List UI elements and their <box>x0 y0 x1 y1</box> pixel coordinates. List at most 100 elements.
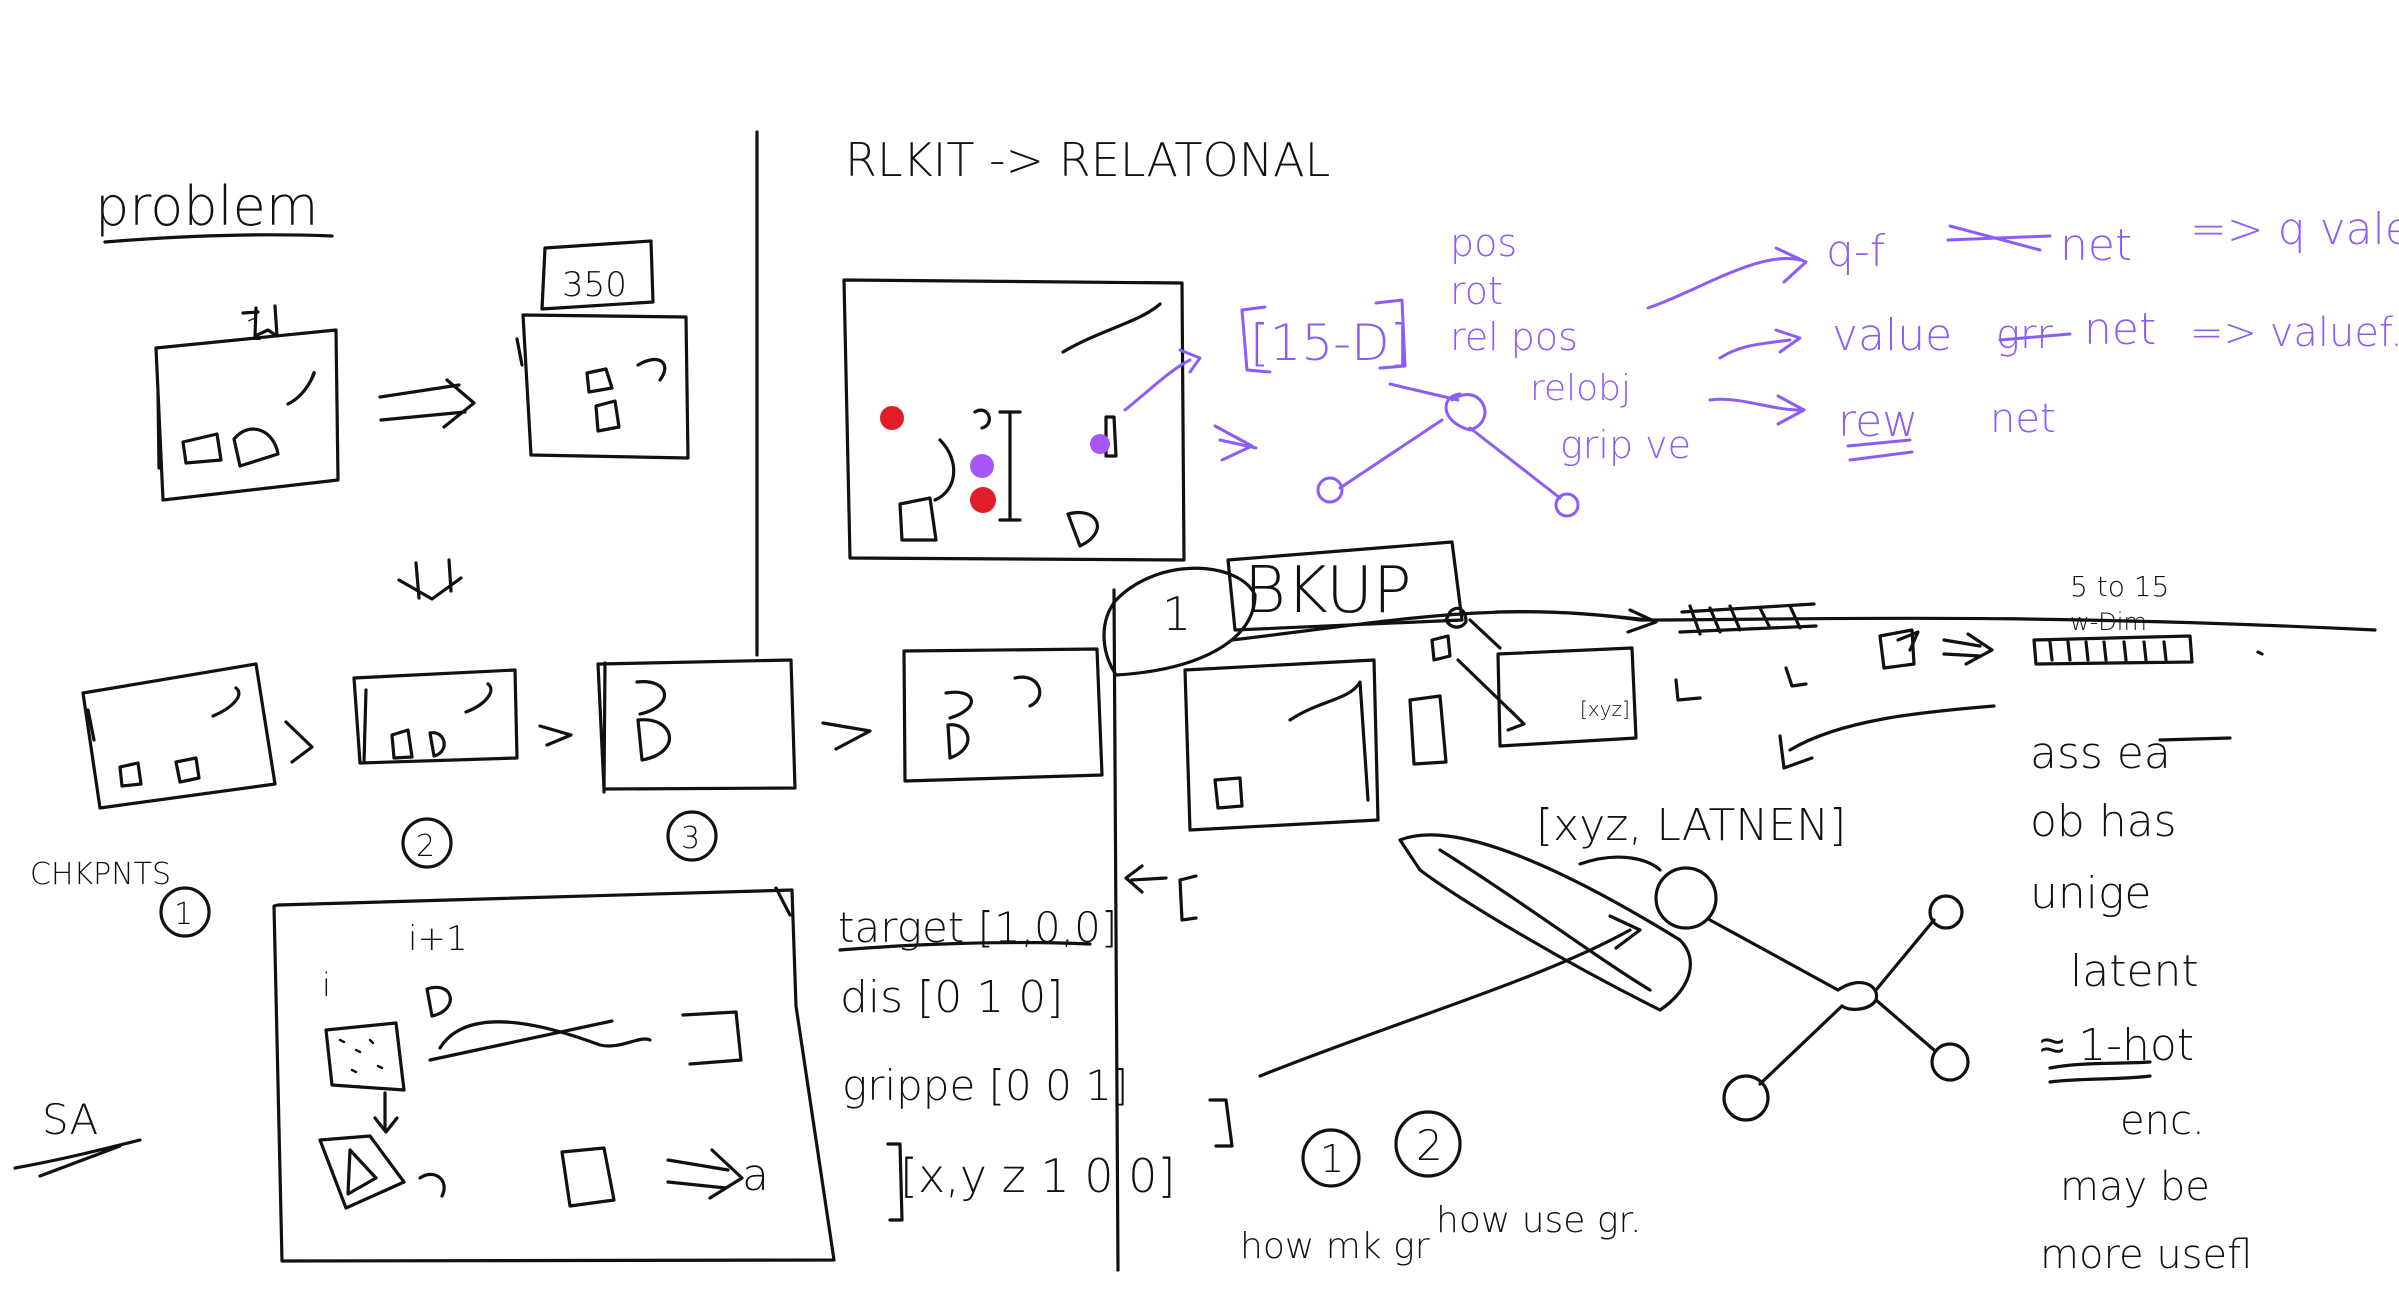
arrow-purple-left <box>1213 424 1258 462</box>
enc-xyz: [x,y z 1 0 0] <box>900 1149 1175 1203</box>
inset-target <box>318 1134 446 1210</box>
side-note-line-6: enc. <box>2120 1098 2205 1144</box>
right-scene-objects <box>1213 680 1370 810</box>
inset-block-dots <box>338 1038 384 1074</box>
xyz-brackets <box>886 1098 1234 1222</box>
small-note: 5 to 15 <box>2070 570 2169 603</box>
checkpoint-num-1: 1 <box>174 897 193 932</box>
side-note-line-5: ≈ 1-hot <box>2040 1020 2194 1071</box>
side-note-line-2: ob has <box>2030 796 2177 847</box>
wide-bar <box>1678 602 1818 636</box>
latent-underline <box>1578 855 1662 872</box>
approx-underline <box>2048 1060 2152 1084</box>
hub-node-left <box>1316 476 1344 504</box>
checkpoint-num-2: 2 <box>416 829 435 864</box>
arrow-c2 <box>538 724 573 747</box>
scene-rail <box>998 410 1022 522</box>
horizon-line <box>1230 610 2377 642</box>
sa-label: SA <box>42 1095 98 1144</box>
scene-links <box>933 408 991 502</box>
inset-block-i <box>324 1021 406 1092</box>
chk3-objects <box>635 680 672 762</box>
right-scene-box <box>1183 658 1380 832</box>
side-note-line-7: may be <box>2060 1164 2210 1210</box>
inset-arrow-right <box>666 1148 744 1200</box>
problem-box-2 <box>515 313 690 460</box>
arrow-to-qnet <box>1646 246 1808 310</box>
chk4-objects <box>944 675 1042 760</box>
inset-block-next <box>425 985 652 1062</box>
question-text-1: how mk gr <box>1240 1226 1430 1267</box>
loop-shape <box>1398 833 1692 1012</box>
chk2-objects <box>390 682 493 760</box>
wdim-bar <box>2032 634 2194 666</box>
divider-vertical-2 <box>1112 588 1120 1272</box>
feature-relpos: rel pos <box>1450 315 1578 359</box>
bkup-box <box>1226 540 1464 632</box>
scene-arm <box>1061 302 1162 354</box>
side-note-line-8: more usefl <box>2040 1232 2252 1278</box>
small-block <box>1878 628 1920 670</box>
net-qf: q-f <box>1826 226 1886 277</box>
inset-bracket <box>681 1010 743 1066</box>
arrow-to-wide-bar <box>1494 608 1658 634</box>
arrow-to-latent <box>1778 704 1996 770</box>
feature-pos: pos <box>1450 221 1517 265</box>
inset-label-i: i <box>322 966 331 1004</box>
checkpoint-circle-3 <box>666 810 718 862</box>
net-value-label: net <box>2084 304 2156 355</box>
chk-box-1 <box>81 662 277 810</box>
wdim-label: w-Dim <box>2070 608 2147 636</box>
inset-label-a: a <box>742 1150 769 1201</box>
inset-label-i-plus-1: i+1 <box>408 919 468 959</box>
purple-marker <box>970 454 994 478</box>
right-small-panel <box>1408 694 1448 766</box>
arrow-to-rewnet <box>1708 394 1806 426</box>
inset-frame <box>272 886 836 1263</box>
hub-node-bottom <box>1554 492 1580 518</box>
box2-objects <box>585 358 667 433</box>
arrow-to-valuenet <box>1718 328 1802 360</box>
net-value-scribble: grr <box>1996 312 2053 358</box>
scratch-1 <box>1946 224 2052 252</box>
target-bracket <box>1178 874 1198 922</box>
node-top-right <box>1928 894 1964 930</box>
inset-arrow-down <box>373 1091 399 1134</box>
question-circle-1 <box>1301 1128 1361 1188</box>
ea-underline <box>2158 736 2232 742</box>
problem-heading: problem <box>95 175 318 238</box>
checkpoint-circle-1 <box>159 886 211 938</box>
loop-arrow <box>1258 914 1642 1078</box>
inset-small-box <box>560 1146 616 1208</box>
node-bottom-right <box>1930 1042 1970 1082</box>
target-arrow <box>1124 864 1168 894</box>
enc-dis: dis [0 1 0] <box>840 972 1063 1023</box>
right-heading: RLKIT -> RELATONAL <box>845 133 1330 187</box>
small-box-label: [xyz] <box>1580 697 1630 721</box>
purple-marker-right <box>1090 434 1110 454</box>
scratch-2 <box>1998 332 2072 342</box>
bkup-number: 1 <box>1162 587 1191 641</box>
box-counter: 350 <box>562 265 627 305</box>
red-marker-left <box>880 406 904 430</box>
net-rew: rew <box>1838 396 1918 447</box>
box-one-label: 1 <box>245 313 264 348</box>
graph-node-scribble <box>1430 606 1526 732</box>
red-marker-center <box>970 487 996 513</box>
arrow-c1 <box>284 720 314 764</box>
checkpoint-num-3: 3 <box>681 821 700 856</box>
side-note-line-4: latent <box>2070 946 2199 997</box>
side-note-line-1: ass ea <box>2030 728 2171 779</box>
net-q-result: => q vale <box>2190 204 2399 255</box>
question-num-2: 2 <box>1416 1121 1443 1170</box>
heading-underline <box>103 233 334 244</box>
chk-box-4 <box>902 647 1104 783</box>
enc-target: target [1,0,0] <box>838 903 1117 952</box>
dis-overline <box>838 940 1092 952</box>
stray-dot <box>2256 650 2264 656</box>
xyz-box <box>1496 646 1638 748</box>
scene-box <box>842 278 1186 562</box>
side-note-line-3: unige <box>2030 868 2151 919</box>
